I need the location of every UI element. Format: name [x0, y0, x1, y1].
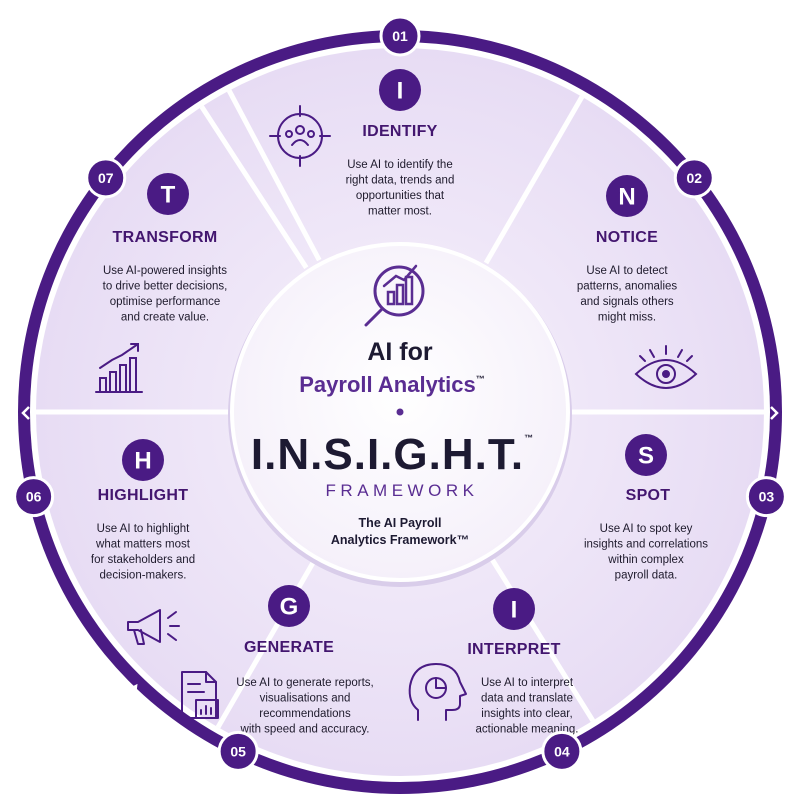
segment-description-line: right data, trends and	[346, 175, 455, 187]
segment-label: HIGHLIGHT	[98, 487, 189, 504]
head-chart-icon	[408, 663, 467, 721]
letter-badge	[147, 173, 189, 215]
chevron-right-icon	[770, 406, 779, 420]
letter-badge	[268, 585, 310, 627]
step-number-text: 06	[26, 489, 42, 505]
step-number-badge	[745, 476, 787, 518]
center-title-line1: AI for	[367, 338, 433, 366]
center-tagline-line1: The AI Payroll	[359, 516, 442, 530]
segment-notice: N NOTICE Use AI to detect patterns, anomali…	[577, 157, 715, 324]
segment-label: IDENTIFY	[362, 123, 437, 140]
segment-description-line: insights and correlations	[584, 539, 708, 551]
letter-badge-text: N	[618, 184, 635, 211]
segment-label: SPOT	[626, 487, 671, 504]
segment-divider	[199, 105, 309, 270]
framework-tm: ™	[524, 433, 533, 443]
segment-highlight: H HIGHLIGHT Use AI to highlight what matter…	[13, 439, 195, 582]
center-title-line2-group: Payroll Analytics™	[299, 372, 484, 397]
step-number-text: 04	[554, 743, 570, 759]
segment-description-line: within complex	[607, 554, 684, 566]
segment-generate: G GENERATE Use AI to generate reports, visu…	[217, 585, 374, 772]
segment-transform: T TRANSFORM Use AI-powered insights to driv…	[85, 157, 228, 324]
segments: I IDENTIFY Use AI to identify the right dat…	[13, 15, 787, 772]
segment-description-line: matter most.	[368, 206, 432, 218]
segment-description-line: Use AI to interpret	[481, 677, 574, 689]
chevron-down-left-icon	[127, 683, 138, 696]
segment-spot: S SPOT Use AI to spot key insights and corr…	[584, 434, 787, 582]
center-tagline-line2: Analytics Framework™	[331, 533, 469, 547]
segment-label: NOTICE	[596, 229, 658, 246]
step-number-text: 07	[98, 170, 114, 186]
step-number-badge	[379, 15, 421, 57]
letter-badge-text: I	[397, 78, 404, 105]
center-title-tm: ™	[476, 374, 485, 384]
chevron-left-icon	[21, 406, 30, 420]
step-number-text: 02	[686, 170, 702, 186]
segment-interpret: I INTERPRET Use AI to interpret data and tr…	[467, 588, 583, 772]
letter-badge	[493, 588, 535, 630]
segment-divider	[489, 556, 596, 723]
letter-badge-text: S	[638, 443, 654, 470]
segment-divider	[483, 95, 585, 265]
letter-badge-text: T	[161, 182, 176, 209]
report-document-icon	[181, 671, 219, 719]
letter-badge	[379, 69, 421, 111]
eye-icon	[634, 345, 698, 389]
segment-description-line: data and translate	[481, 693, 573, 705]
megaphone-icon	[127, 609, 180, 645]
letter-badge	[606, 175, 648, 217]
center-divider-dot	[396, 408, 404, 416]
segment-label: GENERATE	[244, 639, 334, 656]
segment-description-line: payroll data.	[615, 570, 678, 582]
growth-chart-icon	[95, 343, 143, 393]
segment-description-line: patterns, anomalies	[577, 281, 678, 293]
segment-description-line: might miss.	[598, 312, 656, 324]
segment-description-line: what matters most	[95, 539, 191, 551]
segment-identify: I IDENTIFY Use AI to identify the right dat…	[346, 15, 455, 218]
target-people-icon	[269, 105, 331, 167]
step-number-badge	[217, 730, 259, 772]
segment-description-line: recommendations	[259, 708, 351, 720]
segment-description-line: Use AI to highlight	[97, 523, 191, 535]
step-number-badge	[541, 730, 583, 772]
segment-description-line: Use AI to generate reports,	[236, 677, 373, 689]
step-number-text: 01	[392, 28, 408, 44]
segment-description-line: optimise performance	[110, 296, 221, 308]
segment-description-line: decision-makers.	[100, 570, 187, 582]
step-number-badge	[13, 476, 55, 518]
letter-badge-text: H	[134, 448, 151, 475]
segment-description-line: and signals others	[580, 296, 674, 308]
segment-description-line: Use AI to identify the	[347, 159, 452, 171]
step-number-text: 05	[230, 743, 246, 759]
segment-description-line: actionable meaning.	[476, 724, 579, 736]
segment-description-line: Use AI-powered insights	[103, 265, 227, 277]
segment-description-line: and create value.	[121, 312, 209, 324]
segment-dividers	[36, 89, 764, 729]
segment-label: TRANSFORM	[113, 229, 218, 246]
letter-badge	[122, 439, 164, 481]
segment-description-line: Use AI to detect	[586, 265, 668, 277]
ring-chevrons	[21, 406, 779, 696]
segment-description-line: insights into clear,	[481, 708, 572, 720]
segment-label: INTERPRET	[467, 641, 560, 658]
step-number-badge	[673, 157, 715, 199]
framework-word: FRAMEWORK	[326, 481, 479, 500]
segment-description-line: Use AI to spot key	[600, 523, 693, 535]
magnifier-chart-icon	[364, 264, 425, 327]
segment-description-line: to drive better decisions,	[103, 281, 228, 293]
framework-name-group: I.N.S.I.G.H.T.™	[251, 430, 533, 479]
segment-description-line: with speed and accuracy.	[240, 724, 370, 736]
segment-description-line: visualisations and	[260, 693, 351, 705]
step-number-text: 03	[759, 489, 775, 505]
letter-badge	[625, 434, 667, 476]
step-number-badge	[85, 157, 127, 199]
segment-divider	[226, 89, 322, 262]
segment-description-line: for stakeholders and	[91, 554, 195, 566]
center-title-line2: Payroll Analytics	[299, 372, 475, 397]
segment-description-line: opportunities that	[356, 190, 445, 202]
letter-badge-text: I	[511, 597, 518, 624]
letter-badge-text: G	[280, 594, 299, 621]
framework-name: I.N.S.I.G.H.T.	[251, 430, 524, 479]
